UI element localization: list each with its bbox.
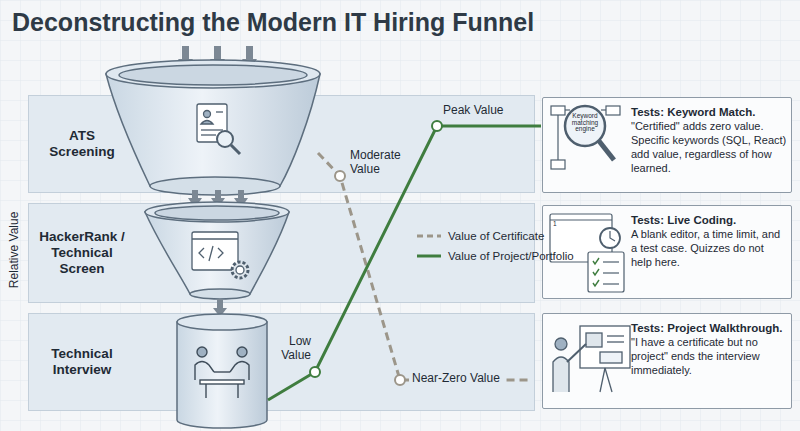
test-card: Tests: Keyword Match."Certified" adds ze…: [542, 97, 792, 193]
text-holder: HackerRank / Technical Screen: [35, 208, 129, 298]
legend-sample: [416, 231, 442, 241]
legend-line: [417, 255, 441, 258]
text-holder: Tests: Live Coding.A blank editor, a tim…: [631, 213, 787, 271]
stage-name: Technical Interview: [35, 346, 129, 378]
value-label: Near-Zero Value: [409, 372, 503, 386]
input-arrows: [246, 46, 253, 60]
stage-name: HackerRank / Technical Screen: [35, 229, 129, 278]
legend-row: Value of Certificate: [416, 226, 574, 246]
input-arrows: [182, 46, 189, 60]
text-holder: Technical Interview: [35, 318, 129, 406]
legend-text: Value of Certificate: [448, 230, 544, 242]
icon-label: Keyword matching engine: [566, 113, 604, 133]
legend-sample: [416, 251, 442, 261]
ats-funnel: [119, 65, 307, 85]
test-heading: Tests: Project Walkthrough.: [631, 321, 787, 335]
legend-text: Value of Project/Portfolio: [448, 250, 574, 262]
stage-band: Technical Interview: [28, 313, 535, 411]
diagram-title: Deconstructing the Modern IT Hiring Funn…: [12, 8, 534, 37]
input-arrows: [178, 59, 193, 70]
test-body: "I have a certificate but no project" en…: [631, 336, 787, 377]
input-arrows: [210, 59, 225, 70]
test-card: Tests: Project Walkthrough."I have a cer…: [542, 313, 792, 409]
test-body: "Certified" adds zero value. Specific ke…: [631, 120, 787, 175]
test-card: Tests: Live Coding.A blank editor, a tim…: [542, 205, 792, 299]
input-arrows: [242, 59, 257, 70]
test-heading: Tests: Keyword Match.: [631, 105, 787, 119]
text-holder: ATS Screening: [35, 100, 129, 188]
test-body: A blank editor, a time limit, and a test…: [631, 228, 787, 269]
value-label: Moderate Value: [350, 149, 406, 177]
test-heading: Tests: Live Coding.: [631, 213, 787, 227]
value-label: Low Value: [275, 335, 311, 363]
legend-row: Value of Project/Portfolio: [416, 246, 574, 266]
input-arrows: [178, 46, 257, 70]
legend-line: [417, 235, 441, 238]
axis-label: Relative Value: [8, 205, 22, 295]
ats-funnel: [106, 60, 320, 88]
text-holder: Tests: Keyword Match."Certified" adds ze…: [631, 105, 787, 176]
stage-name: ATS Screening: [35, 128, 129, 160]
icon-label: 1: [553, 221, 557, 228]
legend: Value of CertificateValue of Project/Por…: [416, 226, 574, 266]
value-label: Peak Value: [443, 104, 504, 118]
input-arrows: [214, 46, 221, 60]
text-holder: Tests: Project Walkthrough."I have a cer…: [631, 321, 787, 379]
